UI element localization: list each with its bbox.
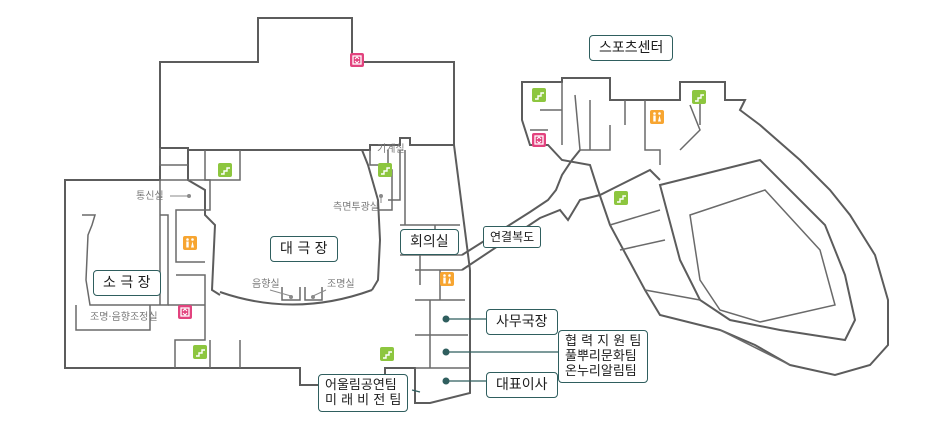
side-light-room-label: 측면투광실 [333,202,379,213]
restroom-icon [650,110,664,124]
sports-diagonal-walls [609,209,791,366]
team-group2-label: 어울림공연팀 미 래 비 전 팀 [318,374,409,412]
team-grassroots-label: 풀뿌리문화팀 [565,349,637,364]
main-hall-right [361,149,382,291]
stairs-icon [193,345,207,359]
stairs-icon [378,163,392,177]
main-hall-seating [219,289,373,306]
connecting-corridor [461,149,661,271]
main-theater-label: 대 극 장 [270,236,338,262]
sports-center-interior [530,82,701,165]
restroom-icon [440,272,454,286]
connecting-corridor-label: 연결복도 [483,226,542,248]
stairs-icon [380,347,394,361]
team-vision-label: 미 래 비 전 팀 [325,393,402,408]
stairs-icon [692,90,706,104]
light-sound-control-label: 조명·음향조정실 [90,312,158,323]
stairs-icon [218,163,232,177]
main-building-outline [159,17,455,151]
team-support-label: 협 력 지 원 팀 [565,334,642,349]
sports-center-label: 스포츠센터 [589,35,674,61]
main-east-wall [453,144,471,271]
elevator-icon [532,133,546,147]
secretariat-label: 사무국장 [486,309,558,335]
small-theater-hall [82,214,169,306]
stairs-icon [614,191,628,205]
sound-room-label: 음향실 [252,279,280,290]
comm-room-label: 통신실 [136,191,164,202]
restroom-icon [183,236,197,250]
small-theater-rooms [75,179,241,368]
meeting-room-label: 회의실 [400,229,459,255]
team-communication-label: 온누리알림팀 [565,364,637,379]
team-group-label: 협 력 지 원 팀 풀뿌리문화팀 온누리알림팀 [558,330,649,383]
lighting-room-label: 조명실 [327,279,355,290]
elevator-icon [178,305,192,319]
sports-arena [658,158,857,342]
small-theater-label: 소 극 장 [93,270,161,296]
sports-center-outline [521,77,889,377]
machine-room-label: 기계실 [377,144,405,155]
sports-arena-inner [689,189,836,323]
ceo-label: 대표이사 [486,372,558,398]
stairs-icon [532,88,546,102]
team-performance-label: 어울림공연팀 [325,378,397,393]
elevator-icon [350,53,364,67]
